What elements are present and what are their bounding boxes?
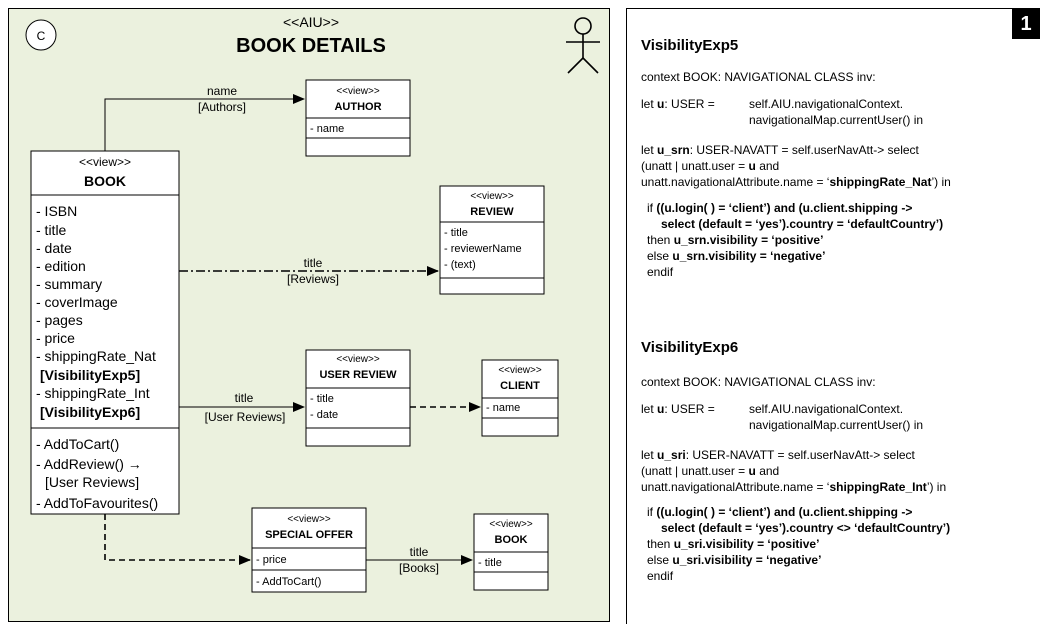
exp5-let-srn: let u_srn: USER-NAVATT = self.userNavAtt…: [641, 143, 919, 157]
book-target-class-name: BOOK: [495, 534, 528, 546]
exp5-if-1: if ((u.login( ) = ‘client’) and (u.clien…: [647, 201, 913, 215]
client-attr: - name: [486, 402, 520, 414]
client-class-name: CLIENT: [500, 380, 540, 392]
exp6-unatt-1: (unatt | unatt.user = u and: [641, 464, 780, 478]
exp6-if-2: select (default = ‘yes’).country <> ‘def…: [661, 521, 951, 535]
user-actor-icon: [566, 17, 600, 74]
user-review-class-name: USER REVIEW: [319, 369, 397, 381]
exp5-unatt-1: (unatt | unatt.user = u and: [641, 159, 780, 173]
review-attr: - (text): [444, 259, 476, 271]
exp5-then: then u_srn.visibility = ‘positive’: [647, 233, 824, 247]
visibility-panel: 1 VisibilityExp5 context BOOK: NAVIGATIO…: [626, 8, 1040, 624]
client-stereotype: <<view>>: [498, 365, 542, 376]
exp5-let-user-expr2: navigationalMap.currentUser() in: [749, 113, 924, 127]
link-books-label: title: [410, 545, 429, 559]
exp6-unatt-2: unatt.navigationalAttribute.name = ‘ship…: [641, 480, 947, 494]
special-offer-attr: - price: [256, 554, 287, 566]
visibility-ref-5: [VisibilityExp5]: [40, 367, 140, 383]
book-attr: - price: [36, 330, 75, 346]
context-letter: C: [37, 29, 46, 43]
user-review-attr: - title: [310, 393, 334, 405]
exp6-else: else u_sri.visibility = ‘negative’: [647, 553, 822, 567]
link-review-label: title: [304, 256, 323, 270]
special-offer-operation: - AddToCart(): [256, 576, 321, 588]
exp5-endif: endif: [647, 265, 674, 279]
book-class-name: BOOK: [84, 173, 126, 189]
review-attr: - title: [444, 227, 468, 239]
exp5-else: else u_srn.visibility = ‘negative’: [647, 249, 826, 263]
book-attr: - coverImage: [36, 294, 118, 310]
visibility-ref-6: [VisibilityExp6]: [40, 404, 140, 420]
review-attr: - reviewerName: [444, 243, 522, 255]
user-review-stereotype: <<view>>: [336, 354, 380, 365]
exp6-let-user-expr2: navigationalMap.currentUser() in: [749, 418, 924, 432]
aiu-stereotype: <<AIU>>: [283, 14, 339, 30]
book-operation: - AddReview() →: [36, 456, 142, 472]
exp6-let-user-expr: self.AIU.navigationalContext.: [749, 402, 904, 416]
link-user-review-label: title: [235, 391, 254, 405]
special-offer-class-name: SPECIAL OFFER: [265, 529, 353, 541]
link-author-index: [Authors]: [198, 100, 246, 114]
book-operation: [User Reviews]: [45, 474, 139, 490]
link-review-index: [Reviews]: [287, 272, 339, 286]
review-class-name: REVIEW: [470, 206, 514, 218]
visibility-exp6-title: VisibilityExp6: [641, 339, 739, 356]
author-attr: - name: [310, 123, 344, 135]
book-operation: - AddToFavourites(): [36, 495, 158, 511]
review-stereotype: <<view>>: [470, 191, 514, 202]
exp6-let-user: let u: USER =: [641, 402, 715, 416]
book-attr: - summary: [36, 276, 102, 292]
link-user-review-index: [User Reviews]: [205, 410, 286, 424]
link-books-index: [Books]: [399, 561, 439, 575]
exp5-let-user: let u: USER =: [641, 97, 715, 111]
context-circle: [25, 19, 57, 51]
exp6-let-sri: let u_sri: USER-NAVATT = self.userNavAtt…: [641, 448, 915, 462]
panel-badge: 1: [1012, 9, 1040, 39]
link-to-special-offer: [104, 514, 251, 565]
book-stereotype: <<view>>: [79, 155, 131, 169]
book-target-attr: - title: [478, 557, 502, 569]
exp5-if-2: select (default = ‘yes’).country = ‘defa…: [661, 217, 944, 231]
visibility-exp5-title: VisibilityExp5: [641, 37, 739, 54]
exp6-then: then u_sri.visibility = ‘positive’: [647, 537, 820, 551]
author-class-name: AUTHOR: [334, 101, 381, 113]
book-target-stereotype: <<view>>: [489, 519, 533, 530]
author-stereotype: <<view>>: [336, 86, 380, 97]
book-attr: - shippingRate_Int: [36, 385, 150, 401]
diagram-title: BOOK DETAILS: [236, 35, 386, 57]
book-attr: - title: [36, 222, 67, 238]
special-offer-stereotype: <<view>>: [287, 514, 331, 525]
exp6-context: context BOOK: NAVIGATIONAL CLASS inv:: [641, 375, 876, 389]
book-attr: - date: [36, 240, 72, 256]
book-attr: - edition: [36, 258, 86, 274]
exp5-context: context BOOK: NAVIGATIONAL CLASS inv:: [641, 70, 876, 84]
user-review-class: <<view>> USER REVIEW - title - date: [305, 349, 411, 447]
link-to-author: [104, 94, 305, 151]
book-attr: - pages: [36, 312, 83, 328]
book-attr: - shippingRate_Nat: [36, 348, 156, 364]
link-author-label: name: [207, 84, 237, 98]
exp5-let-user-expr: self.AIU.navigationalContext.: [749, 97, 904, 111]
book-class: <<view>> BOOK - ISBN - title - date - ed…: [30, 150, 180, 515]
book-operation: - AddToCart(): [36, 436, 119, 452]
exp6-if-1: if ((u.login( ) = ‘client’) and (u.clien…: [647, 505, 913, 519]
exp6-endif: endif: [647, 569, 674, 583]
user-review-attr: - date: [310, 409, 338, 421]
review-class: <<view>> REVIEW - title - reviewerName -…: [439, 185, 545, 295]
book-target-class: <<view>> BOOK - title: [473, 513, 549, 591]
exp5-unatt-2: unatt.navigationalAttribute.name = ‘ship…: [641, 175, 951, 189]
book-attr: - ISBN: [36, 203, 77, 219]
client-class: <<view>> CLIENT - name: [481, 359, 559, 437]
author-class: <<view>> AUTHOR - name: [305, 79, 411, 157]
special-offer-class: <<view>> SPECIAL OFFER - price - AddToCa…: [251, 507, 367, 593]
